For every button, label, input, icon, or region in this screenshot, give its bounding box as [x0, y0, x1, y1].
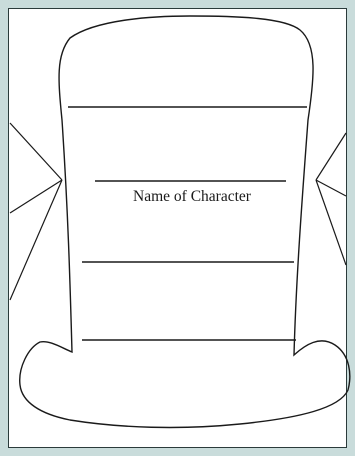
hat-outline [20, 16, 350, 427]
character-name-label: Name of Character [92, 188, 292, 206]
left-connector-lower [10, 180, 62, 300]
right-connector-upper [316, 133, 346, 180]
left-connector-upper [10, 123, 62, 180]
right-connector-lower [316, 180, 346, 265]
